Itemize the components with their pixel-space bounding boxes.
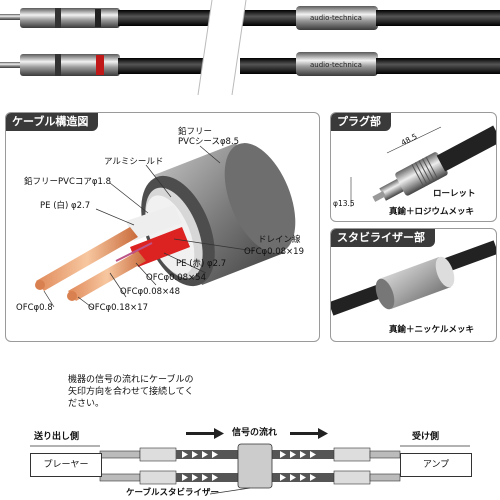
label-pe-white: PE (白) φ2.7	[40, 201, 91, 211]
brand-mark-upper: audio-technica	[310, 14, 362, 22]
label-shield: アルミシールド	[104, 157, 164, 167]
plug-illustration	[372, 125, 496, 202]
structure-panel-title: ケーブル構造図	[6, 113, 99, 131]
connection-instruction-3: ださい。	[68, 399, 105, 409]
cable-cross-section	[35, 143, 296, 301]
label-ofc54: OFCφ0.08×54	[146, 273, 206, 283]
signal-flow-arrow	[186, 428, 328, 439]
plug-plating-label: 真鍮＋ロジウムメッキ	[389, 207, 475, 217]
stabilizer-panel: スタビライザー部 真鍮＋ニッケルメッキ	[330, 228, 497, 342]
receive-side-label: 受け側	[412, 432, 440, 442]
stabilizer-caption: ケーブルスタビライザー	[126, 488, 219, 498]
send-side-label: 送り出し側	[34, 432, 80, 442]
signal-flow-label: 信号の流れ	[232, 428, 278, 438]
player-box: プレーヤー	[30, 453, 102, 477]
product-photo: audio-technica audio-technica	[0, 0, 500, 95]
plug-dim-diameter: φ13.5	[333, 199, 355, 208]
plug-panel: プラグ部 48.5 φ13.5 ローレット 真鍮＋ロジウムメッキ	[330, 112, 497, 222]
cable-lower	[0, 52, 500, 76]
stabilizer-plating-label: 真鍮＋ニッケルメッキ	[389, 325, 475, 335]
stabilizer-panel-title: スタビライザー部	[331, 229, 435, 247]
plug-panel-title: プラグ部	[331, 113, 391, 131]
label-sheath: 鉛フリー PVCシースφ8.5	[178, 127, 240, 147]
cable-upper	[0, 6, 500, 30]
connection-instruction-1: 機器の信号の流れにケーブルの	[68, 375, 194, 385]
label-core: 鉛フリーPVCコアφ1.8	[24, 177, 112, 187]
label-ofc48: OFCφ0.08×48	[120, 287, 180, 297]
label-drain: ドレイン線	[258, 235, 301, 245]
brand-mark-lower: audio-technica	[310, 61, 362, 69]
label-ofc17: OFCφ0.18×17	[88, 303, 148, 313]
connection-cables	[99, 443, 401, 489]
plug-knurl-label: ローレット	[433, 189, 476, 199]
structure-panel: ケーブル構造図	[5, 112, 320, 342]
amp-box: アンプ	[400, 453, 472, 477]
label-drain-spec: OFCφ0.08×19	[244, 247, 304, 257]
stabilizer-illustration	[331, 240, 496, 316]
label-pe-red: PE (赤) φ2.7	[176, 259, 227, 269]
connection-instruction-2: 矢印方向を合わせて接続してく	[68, 387, 194, 397]
label-ofc08: OFCφ0.8	[16, 303, 53, 313]
